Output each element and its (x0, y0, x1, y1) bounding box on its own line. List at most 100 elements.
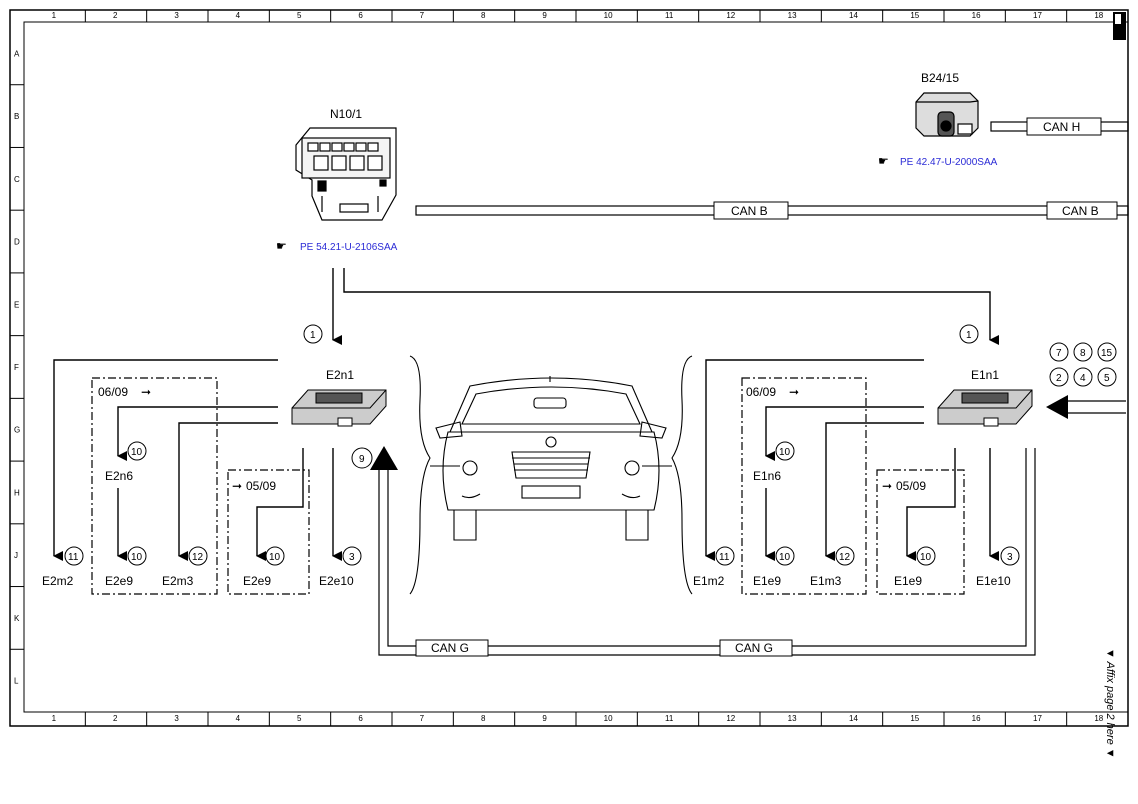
right-circle-group: 7 8 15 2 4 5 (1049, 342, 1117, 387)
grid-row-label: J (14, 551, 18, 560)
circle-1-right: 1 (959, 324, 979, 344)
grid-column-label: 12 (726, 11, 735, 20)
svg-text:1: 1 (966, 330, 972, 341)
svg-text:E1m2: E1m2 (693, 574, 725, 588)
right-06-09-label: 06/09 (746, 385, 776, 399)
grid-column-label: 9 (542, 714, 547, 723)
left-output-1: 10 E2e9 (105, 546, 147, 588)
grid-column-label: 3 (174, 11, 179, 20)
arrow-right-icon: ➞ (789, 385, 799, 399)
arrow-right-icon: ➞ (141, 385, 151, 399)
right-output-1: 10 E1e9 (753, 546, 795, 588)
svg-text:E1e9: E1e9 (753, 574, 781, 588)
grid-column-label: 2 (113, 11, 118, 20)
grid-column-label: 8 (481, 11, 486, 20)
grid-column-label: 4 (236, 714, 241, 723)
can-b-label-2: CAN B (1062, 204, 1099, 218)
circle-10-e2n6: 10 (127, 441, 147, 461)
e2n1-section: E2n1 06/09 ➞ ➞ 05/09 E2n6 10 (53, 359, 387, 595)
right-output-0: 11 E1m2 (693, 546, 735, 588)
vehicle-front-icon (409, 355, 693, 595)
n10-1-module: N10/1 ☛ PE 54.21-U-2106SAA (276, 107, 398, 253)
svg-text:E2e9: E2e9 (105, 574, 133, 588)
svg-text:E1m3: E1m3 (810, 574, 842, 588)
grid-column-label: 15 (910, 11, 919, 20)
svg-text:15: 15 (1101, 348, 1113, 359)
grid-row-label: E (14, 300, 19, 309)
grid-column-label: 8 (481, 714, 486, 723)
hand-pointer-icon: ☛ (878, 154, 889, 168)
e1n6-label: E1n6 (753, 469, 781, 483)
grid-row-label: C (14, 175, 20, 184)
svg-text:11: 11 (68, 552, 79, 563)
svg-text:1: 1 (310, 330, 316, 341)
can-g-bus (378, 448, 1036, 656)
grid-column-label: 2 (113, 714, 118, 723)
svg-text:11: 11 (719, 552, 730, 563)
sensor-module-icon (915, 92, 979, 137)
can-h-label: CAN H (1043, 120, 1080, 134)
grid-column-label: 18 (1094, 714, 1103, 723)
grid-row-label: H (14, 488, 20, 497)
grid-column-label: 12 (726, 714, 735, 723)
can-b-label-1: CAN B (731, 204, 768, 218)
arrow-right-icon: ➞ (882, 479, 892, 493)
grid-column-label: 5 (297, 714, 302, 723)
n10-1-label: N10/1 (330, 107, 362, 121)
grid-column-label: 10 (604, 11, 613, 20)
grid-column-label: 11 (665, 11, 674, 20)
svg-text:10: 10 (269, 552, 281, 563)
grid-column-label: 14 (849, 714, 858, 723)
grid-column-label: 17 (1033, 714, 1042, 723)
left-06-09-label: 06/09 (98, 385, 128, 399)
b24-15-label: B24/15 (921, 71, 959, 85)
left-outputs: 11 E2m2 10 E2e9 12 E2m3 10 E2e9 3 E2e10 (42, 546, 362, 588)
svg-text:5: 5 (1104, 373, 1110, 384)
svg-text:E1e10: E1e10 (976, 574, 1011, 588)
grid-column-label: 7 (420, 11, 425, 20)
svg-text:10: 10 (779, 447, 791, 458)
grid-column-label: 17 (1033, 11, 1042, 20)
n10-connections (332, 268, 999, 345)
grid-column-label: 5 (297, 11, 302, 20)
svg-text:E2m2: E2m2 (42, 574, 74, 588)
left-output-2: 12 E2m3 (162, 546, 208, 588)
b24-15-ref-link[interactable]: PE 42.47-U-2000SAA (900, 157, 998, 168)
b24-15-sensor: B24/15 ☛ PE 42.47-U-2000SAA (878, 71, 998, 168)
control-unit-icon (937, 389, 1033, 427)
svg-text:E2m3: E2m3 (162, 574, 194, 588)
grid-column-label: 4 (236, 11, 241, 20)
right-output-3: 10 E1e9 (894, 546, 936, 588)
can-b-bus (415, 121, 1129, 216)
can-g-arrow-icon (370, 446, 398, 470)
svg-text:4: 4 (1080, 373, 1086, 384)
fuse-relay-module-icon (295, 127, 397, 221)
grid-row-label: A (14, 49, 20, 58)
right-output-2: 12 E1m3 (810, 546, 855, 588)
left-output-3: 10 E2e9 (243, 546, 285, 588)
svg-text:12: 12 (839, 552, 851, 563)
e1n1-label: E1n1 (971, 368, 999, 382)
circle-10-e1n6: 10 (775, 441, 795, 461)
can-g-label-1: CAN G (431, 641, 469, 655)
grid-row-label: B (14, 112, 19, 121)
circle-1-left: 1 (303, 324, 323, 344)
grid-column-label: 13 (788, 714, 797, 723)
grid-column-label: 15 (910, 714, 919, 723)
grid-row-label: K (14, 614, 20, 623)
grid-column-label: 13 (788, 11, 797, 20)
svg-text:10: 10 (920, 552, 932, 563)
input-arrow-icon (1046, 395, 1068, 419)
svg-text:12: 12 (192, 552, 204, 563)
svg-text:8: 8 (1080, 348, 1086, 359)
grid-column-label: 1 (52, 11, 57, 20)
affix-note: ▼ Affix page 2 here ▼ (1104, 648, 1116, 759)
n10-1-ref-link[interactable]: PE 54.21-U-2106SAA (300, 242, 398, 253)
grid-column-label: 10 (604, 714, 613, 723)
svg-text:10: 10 (779, 552, 791, 563)
e2n6-label: E2n6 (105, 469, 133, 483)
grid-row-label: L (14, 677, 19, 686)
grid-row-label: G (14, 426, 20, 435)
svg-text:2: 2 (1056, 373, 1062, 384)
